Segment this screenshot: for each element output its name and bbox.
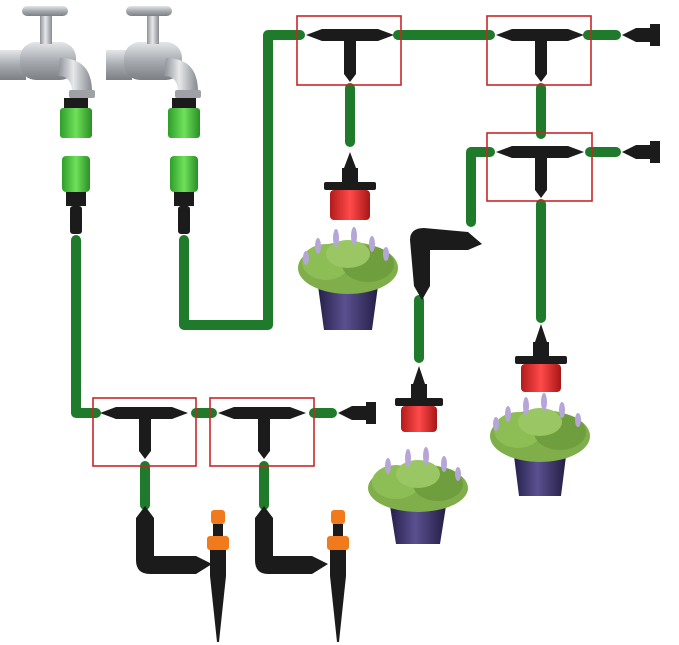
highlight-box bbox=[486, 132, 593, 202]
tee-connector-icon bbox=[486, 15, 592, 86]
potted-plant-icon bbox=[298, 227, 398, 330]
tube-right-supply bbox=[179, 30, 305, 330]
highlight-box bbox=[92, 397, 197, 467]
spike-sprayer-icon bbox=[207, 510, 229, 642]
tube-elbow-feed bbox=[466, 147, 495, 227]
end-plug-icon bbox=[622, 141, 660, 163]
tubing bbox=[71, 30, 621, 510]
elbow-connector-icon bbox=[410, 228, 482, 300]
highlight-box bbox=[296, 15, 402, 86]
hose-adapter-left bbox=[60, 98, 92, 234]
dripper-icon bbox=[515, 324, 567, 392]
potted-plant-icon bbox=[368, 447, 468, 544]
elbow-connector-icon bbox=[136, 506, 212, 574]
tee-connector-icon bbox=[486, 132, 593, 202]
hose-adapter-right bbox=[168, 98, 200, 234]
dripper-icon bbox=[324, 152, 376, 220]
tee-connector-icon bbox=[209, 397, 315, 467]
tee-connector-icon bbox=[296, 15, 402, 86]
faucet-icon bbox=[0, 6, 95, 98]
elbow-connector-icon bbox=[255, 506, 328, 574]
tee-connector-icon bbox=[92, 397, 197, 467]
tube-left-supply bbox=[71, 235, 101, 418]
highlight-box bbox=[486, 15, 592, 86]
highlight-box bbox=[209, 397, 315, 467]
potted-plant-icon bbox=[490, 393, 590, 496]
end-plug-icon bbox=[622, 24, 660, 46]
dripper-icon bbox=[395, 366, 443, 432]
faucet-icon bbox=[106, 6, 201, 98]
end-plug-icon bbox=[338, 402, 376, 424]
spike-sprayer-icon bbox=[327, 510, 349, 642]
